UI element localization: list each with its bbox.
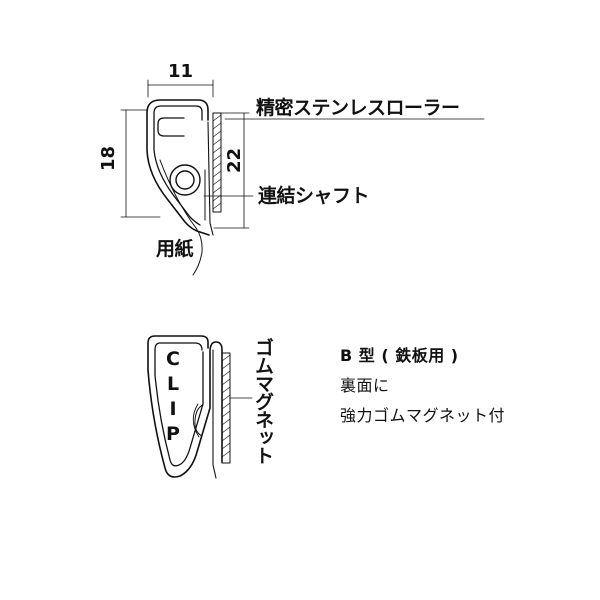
roller-label: 精密ステンレスローラー xyxy=(256,97,460,119)
note-line-2: 強力ゴムマグネット付 xyxy=(340,406,506,425)
left-height-value: 18 xyxy=(98,145,120,172)
paper-label: 用紙 xyxy=(156,238,194,260)
left-height-dimension-label: 18 xyxy=(96,145,126,172)
note-line-1: 裏面に xyxy=(340,376,390,395)
bottom-clip-bump xyxy=(194,404,204,437)
width-dimension-label: 11 xyxy=(168,61,194,82)
top-magnet-strip xyxy=(212,112,222,213)
type-title: B 型 ( 鉄板用 ) xyxy=(340,346,459,365)
top-clip-inner-body xyxy=(153,105,203,226)
stainless-roller xyxy=(169,164,201,196)
top-clip-hook xyxy=(157,117,185,137)
right-height-dimension-label: 22 xyxy=(222,147,252,174)
bottom-clip-rear-edge xyxy=(212,349,217,479)
top-clip-outer-body xyxy=(146,99,210,236)
bottom-magnet-hatch xyxy=(221,354,231,458)
top-clip-rear-edge xyxy=(207,121,214,236)
paper-sheet xyxy=(159,159,203,276)
shaft-label: 連結シャフト xyxy=(258,185,370,207)
right-height-value: 22 xyxy=(224,147,246,174)
connecting-shaft xyxy=(175,170,195,190)
magnet-label: ゴムマグネット xyxy=(252,338,274,464)
bottom-magnet-strip xyxy=(221,352,231,464)
clip-text: CLIP xyxy=(162,348,184,448)
bottom-clip-inner-body xyxy=(154,342,204,467)
bottom-clip-outer-body xyxy=(147,335,223,478)
top-magnet-hatch xyxy=(212,114,222,210)
